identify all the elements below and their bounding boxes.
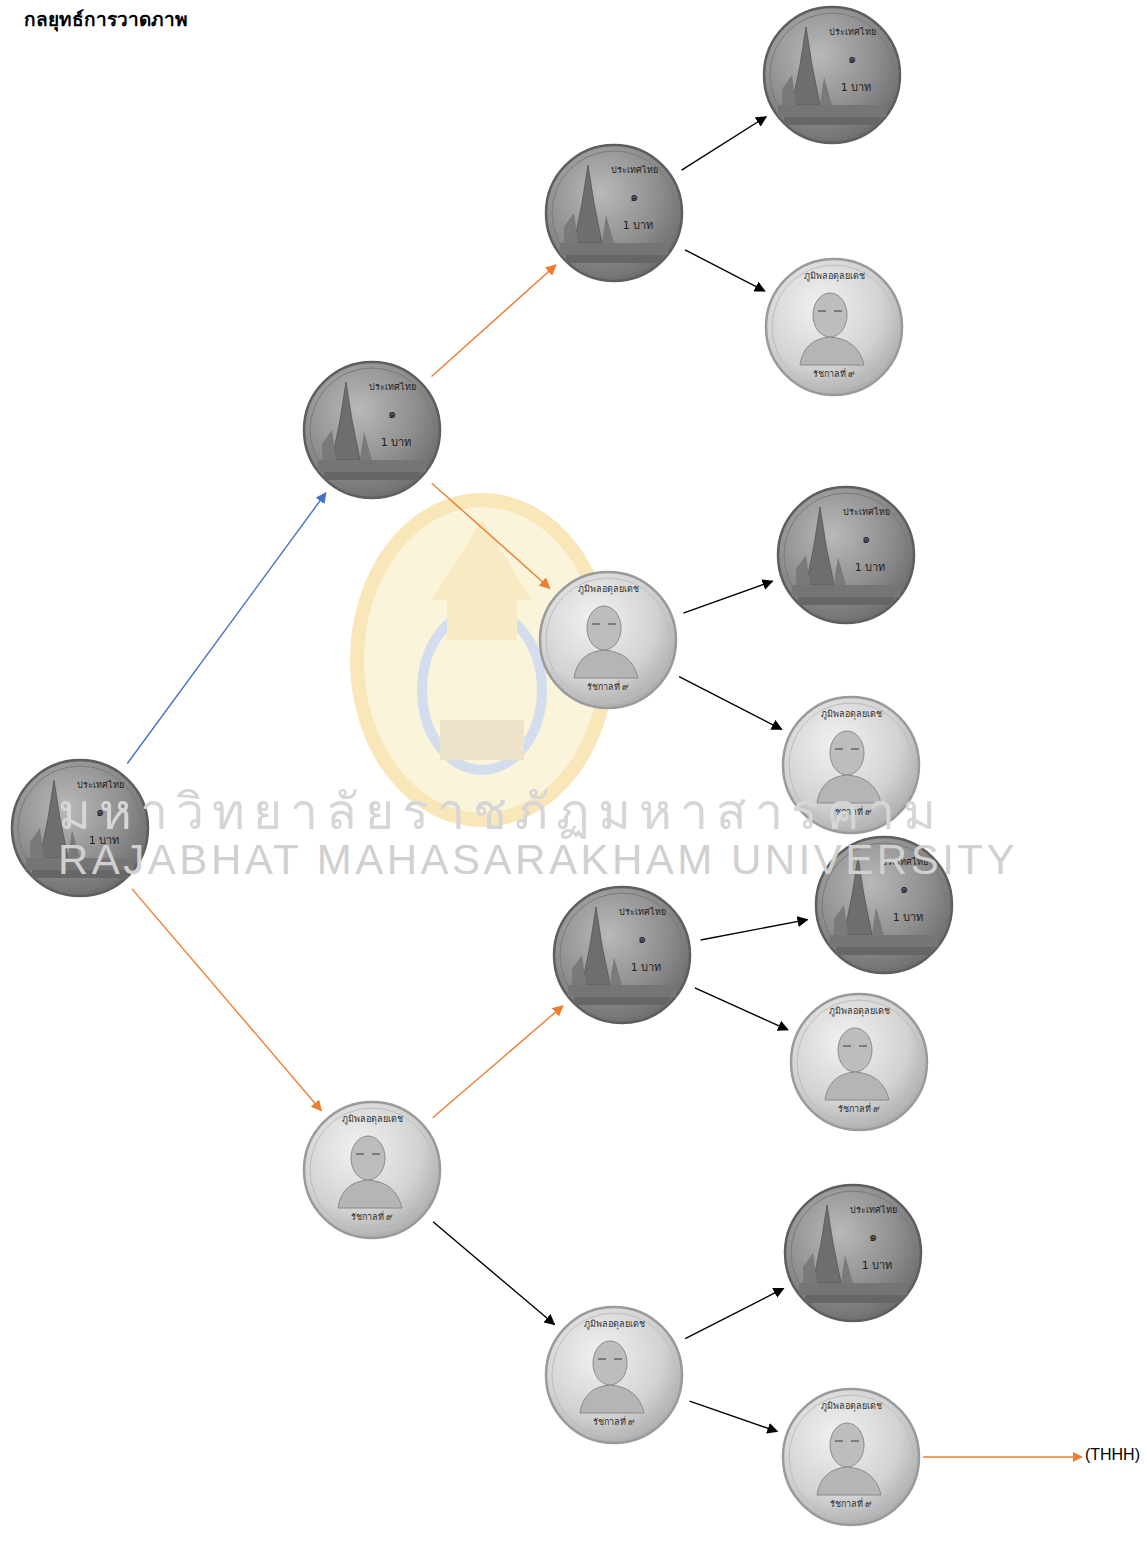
- coin-inscription: ประเทศไทย: [828, 507, 904, 518]
- outcome-label: (THHH): [1085, 1446, 1140, 1464]
- coin-inscription: ประเทศไทย: [814, 27, 890, 38]
- coin-inscription: รัชกาลที่ ๙: [819, 1104, 899, 1115]
- coin-inscription: รัชกาลที่ ๙: [794, 369, 874, 380]
- coin-heads: ภูมิพลอดุลยเดชรัชกาลที่ ๙: [544, 1305, 684, 1445]
- coin-inscription: รัชกาลที่ ๙: [574, 1417, 654, 1428]
- coin-inscription: ภูมิพลอดุลยเดช: [322, 1114, 422, 1125]
- coin-inscription: 1 บาท: [610, 219, 666, 232]
- coin-inscription: ประเทศไทย: [604, 907, 680, 918]
- coin-inscription: 1 บาท: [828, 81, 884, 94]
- coin-tails: ประเทศไทย๑ 1 บาท: [783, 1183, 923, 1323]
- coin-inscription: 1 บาท: [880, 911, 936, 924]
- branch-arrow: [679, 677, 781, 730]
- branch-arrow: [683, 581, 772, 613]
- coin-tails: ประเทศไทย๑ 1 บาท: [544, 143, 684, 283]
- coin-heads: ภูมิพลอดุลยเดชรัชกาลที่ ๙: [789, 992, 929, 1132]
- coin-outline: [783, 1183, 923, 1323]
- branch-arrow: [682, 117, 767, 170]
- coin-inscription: 1 บาท: [368, 436, 424, 449]
- coin-heads: ภูมิพลอดุลยเดชรัชกาลที่ ๙: [764, 257, 904, 397]
- coin-inscription: 1 บาท: [842, 561, 898, 574]
- coin-inscription: ๑: [832, 51, 872, 67]
- coin-heads: ภูมิพลอดุลยเดชรัชกาลที่ ๙: [302, 1100, 442, 1240]
- coin-inscription: ภูมิพลอดุลยเดช: [801, 709, 901, 720]
- branch-arrow: [701, 920, 808, 940]
- coin-inscription: ๑: [372, 406, 412, 422]
- coin-inscription: ภูมิพลอดุลยเดช: [784, 271, 884, 282]
- coin-inscription: 1 บาท: [618, 961, 674, 974]
- branch-arrow: [127, 493, 326, 764]
- coin-inscription: ๑: [853, 1229, 893, 1245]
- page-title: กลยุทธ์การวาดภาพ: [24, 4, 188, 34]
- coin-inscription: ๑: [622, 931, 662, 947]
- coin-inscription: ๑: [846, 531, 886, 547]
- coin-outline: [776, 485, 916, 625]
- watermark-text: RAJABHAT MAHASARAKHAM UNIVERSITY: [58, 836, 1018, 884]
- coin-inscription: ภูมิพลอดุลยเดช: [564, 1319, 664, 1330]
- coin-inscription: 1 บาท: [849, 1259, 905, 1272]
- coin-tails: ประเทศไทย๑ 1 บาท: [776, 485, 916, 625]
- branch-arrow: [433, 1006, 563, 1118]
- coin-inscription: ประเทศไทย: [835, 1205, 911, 1216]
- coin-inscription: รัชกาลที่ ๙: [332, 1212, 412, 1223]
- coin-inscription: ภูมิพลอดุลยเดช: [558, 584, 658, 595]
- coin-inscription: ประเทศไทย: [596, 165, 672, 176]
- branch-arrow: [433, 1222, 554, 1325]
- coin-inscription: ประเทศไทย: [354, 382, 430, 393]
- coin-outline: [762, 5, 902, 145]
- branch-arrow: [685, 1288, 783, 1338]
- branch-arrow: [432, 483, 550, 588]
- coin-inscription: รัชกาลที่ ๙: [811, 1499, 891, 1510]
- coin-heads: ภูมิพลอดุลยเดชรัชกาลที่ ๙: [538, 570, 678, 710]
- coin-outline: [302, 360, 442, 500]
- coin-inscription: ๑: [884, 881, 924, 897]
- result-arrow: [923, 1456, 1082, 1458]
- coin-outline: [544, 143, 684, 283]
- coin-inscription: ๑: [614, 189, 654, 205]
- branch-arrow: [432, 265, 556, 377]
- coin-inscription: ภูมิพลอดุลยเดช: [801, 1401, 901, 1412]
- branch-arrow: [695, 988, 788, 1030]
- coin-tails: ประเทศไทย๑ 1 บาท: [552, 885, 692, 1025]
- coin-outline: [552, 885, 692, 1025]
- coin-heads: ภูมิพลอดุลยเดชรัชกาลที่ ๙: [781, 1387, 921, 1527]
- branch-arrow: [690, 1401, 778, 1431]
- branch-arrow: [685, 250, 765, 291]
- coin-inscription: ภูมิพลอดุลยเดช: [809, 1006, 909, 1017]
- coin-tails: ประเทศไทย๑ 1 บาท: [762, 5, 902, 145]
- coin-tails: ประเทศไทย๑ 1 บาท: [302, 360, 442, 500]
- coin-inscription: รัชกาลที่ ๙: [568, 682, 648, 693]
- branch-arrow: [132, 889, 321, 1111]
